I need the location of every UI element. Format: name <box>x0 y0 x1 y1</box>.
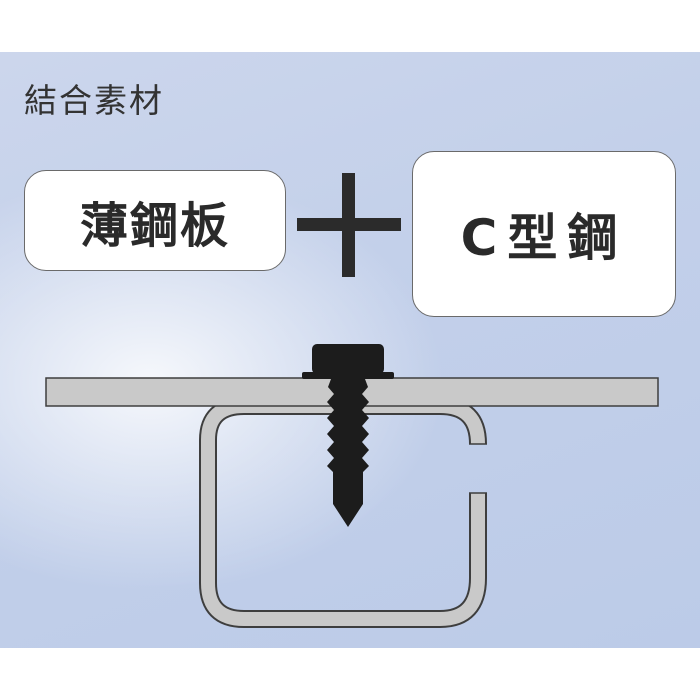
self-drilling-screw-icon <box>302 344 394 527</box>
plus-icon <box>297 173 401 277</box>
thin-steel-sheet-text: 薄鋼板 <box>79 197 230 254</box>
heading: 結合素材 <box>24 81 164 120</box>
c-channel-steel-fill <box>201 399 485 626</box>
c-steel-text: C型鋼 <box>460 209 628 267</box>
c-steel-label: C型鋼 <box>412 151 676 317</box>
diagram-panel: 結合素材 薄鋼板 C型鋼 <box>0 52 700 648</box>
joint-cross-section <box>45 344 659 628</box>
thin-steel-sheet-label: 薄鋼板 <box>24 170 286 271</box>
plus-vertical-bar <box>342 173 355 277</box>
